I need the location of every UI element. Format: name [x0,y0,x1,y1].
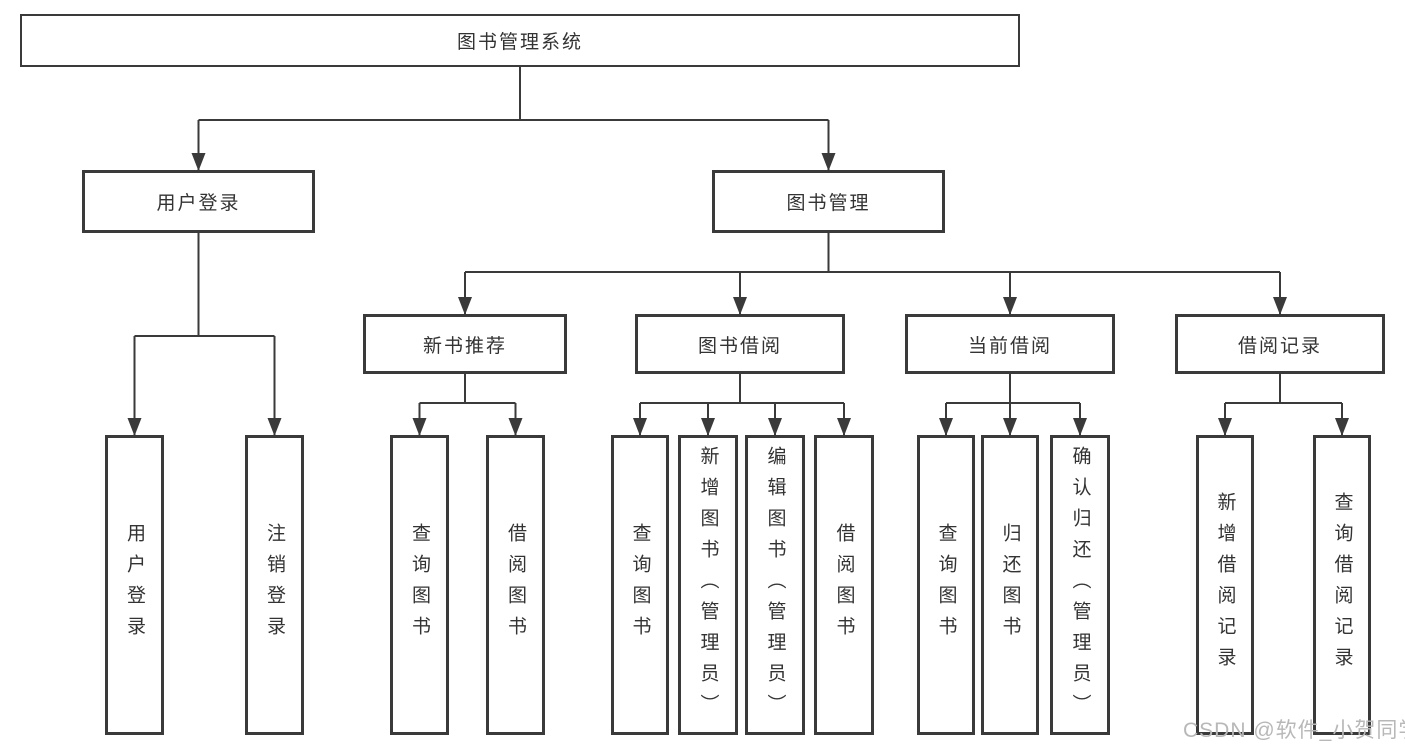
leaf-confirm-return-admin: 确认归还（管理员） [1050,435,1110,735]
leaf-query-books-current: 查询图书 [917,435,975,735]
node-new-book-recommend: 新书推荐 [363,314,567,374]
leaf-add-books-admin: 新增图书（管理员） [678,435,738,735]
node-book-management: 图书管理 [712,170,945,233]
root-node-library-system: 图书管理系统 [20,14,1020,67]
leaf-user-login: 用户登录 [105,435,164,735]
leaf-borrow-books: 借阅图书 [814,435,874,735]
leaf-query-borrow-record: 查询借阅记录 [1313,435,1371,735]
leaf-add-borrow-record: 新增借阅记录 [1196,435,1254,735]
leaf-query-books-recommend: 查询图书 [390,435,449,735]
leaf-logout: 注销登录 [245,435,304,735]
leaf-query-books-borrow: 查询图书 [611,435,669,735]
node-book-borrow: 图书借阅 [635,314,845,374]
node-current-borrow: 当前借阅 [905,314,1115,374]
node-borrow-record: 借阅记录 [1175,314,1385,374]
leaf-return-books: 归还图书 [981,435,1039,735]
node-user-login: 用户登录 [82,170,315,233]
leaf-edit-books-admin: 编辑图书（管理员） [745,435,805,735]
leaf-borrow-books-recommend: 借阅图书 [486,435,545,735]
csdn-watermark: CSDN @软件_小贺同学 [1183,719,1405,742]
